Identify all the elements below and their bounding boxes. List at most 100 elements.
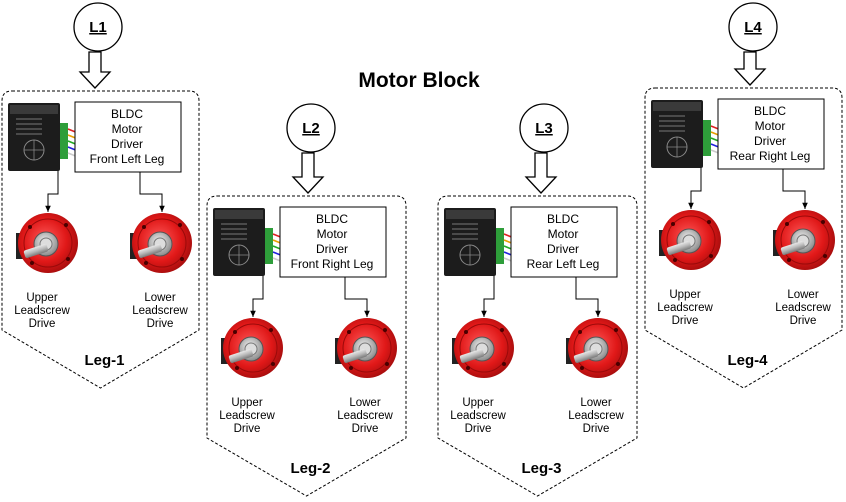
upper-motor-label-line: Upper xyxy=(669,289,700,301)
upper-motor-label-line: Leadscrew xyxy=(219,410,275,422)
motor-housing-ring xyxy=(573,323,623,373)
driver-label-line: Front Right Leg xyxy=(291,257,374,271)
upper-motor-label-line: Upper xyxy=(231,397,262,409)
upper-motor-label-line: Leadscrew xyxy=(657,302,713,314)
bldc-motor-image xyxy=(659,210,721,270)
driver-body xyxy=(213,208,265,276)
motor-screw xyxy=(823,254,827,258)
input-circle xyxy=(73,2,123,52)
driver-label-box xyxy=(717,98,825,170)
driver-terminal-block xyxy=(703,120,711,156)
motor-screw xyxy=(383,328,387,332)
motor-shaft xyxy=(342,349,368,363)
motor-screw xyxy=(233,330,237,334)
motor-shaft xyxy=(23,244,49,258)
block-arrow xyxy=(291,152,325,194)
driver-body xyxy=(444,208,496,276)
motor-housing-ring xyxy=(23,218,73,268)
motor-shaft xyxy=(459,349,485,363)
driver-terminal-block xyxy=(60,123,68,159)
connector-upper xyxy=(45,171,59,212)
motor-screw xyxy=(271,362,275,366)
motor-screw xyxy=(580,366,584,370)
connector-lower xyxy=(139,172,165,212)
motor-screw xyxy=(616,362,620,366)
upper-motor-label-line: Drive xyxy=(672,315,699,327)
input-label: L3 xyxy=(535,120,553,137)
input-circle xyxy=(519,103,569,153)
lower-motor-label-line: Lower xyxy=(580,397,611,409)
driver-label-line: Motor xyxy=(317,227,348,241)
bldc-motor-image xyxy=(130,213,192,273)
bldc-motor-image xyxy=(566,318,628,378)
input-label: L2 xyxy=(302,120,320,137)
motor-screw xyxy=(66,257,70,261)
lower-motor-label-line: Drive xyxy=(352,423,379,435)
driver-top-plate xyxy=(215,210,263,219)
lower-motor-label-line: Leadscrew xyxy=(775,302,831,314)
connector-upper xyxy=(688,168,702,209)
lower-motor-label-line: Drive xyxy=(583,423,610,435)
upper-motor-label-line: Upper xyxy=(462,397,493,409)
bldc-driver-image xyxy=(651,100,722,168)
input-circle xyxy=(728,2,778,52)
leg-name: Leg-1 xyxy=(84,352,124,369)
motor-screw xyxy=(502,362,506,366)
lower-motor-label-line: Lower xyxy=(349,397,380,409)
motor-screw xyxy=(787,258,791,262)
motor-screw xyxy=(614,328,618,332)
driver-top-plate xyxy=(446,210,494,219)
driver-label-line: Front Left Leg xyxy=(90,152,165,166)
bldc-motor-image xyxy=(16,213,78,273)
upper-motor-label-line: Leadscrew xyxy=(14,305,70,317)
driver-body xyxy=(8,103,60,171)
connector-lower xyxy=(782,169,808,209)
connector-upper xyxy=(250,276,264,317)
bldc-motor-image xyxy=(335,318,397,378)
motor-screw xyxy=(30,261,34,265)
motor-screw xyxy=(464,330,468,334)
driver-label-line: Motor xyxy=(548,227,579,241)
driver-label-line: Driver xyxy=(316,242,348,256)
motor-screw xyxy=(709,254,713,258)
motor-screw xyxy=(707,220,711,224)
motor-screw xyxy=(269,328,273,332)
driver-terminal-block xyxy=(265,228,273,264)
lower-motor-label-line: Drive xyxy=(147,318,174,330)
motor-screw xyxy=(500,328,504,332)
motor-shaft xyxy=(666,241,692,255)
driver-body xyxy=(651,100,703,168)
motor-screw xyxy=(235,366,239,370)
driver-label-line: BLDC xyxy=(754,104,786,118)
driver-label-box xyxy=(74,101,182,173)
leg-container xyxy=(644,87,843,389)
upper-motor-label-line: Drive xyxy=(465,423,492,435)
lower-motor-label-line: Drive xyxy=(790,315,817,327)
leg-container xyxy=(1,90,200,389)
motor-screw xyxy=(821,220,825,224)
bldc-driver-image xyxy=(444,208,515,276)
block-arrow xyxy=(733,51,767,86)
motor-screw xyxy=(64,223,68,227)
connector-upper xyxy=(481,276,495,317)
motor-screw xyxy=(578,330,582,334)
upper-motor-label-line: Leadscrew xyxy=(450,410,506,422)
motor-screw xyxy=(144,261,148,265)
motor-shaft xyxy=(228,349,254,363)
motor-housing-ring xyxy=(666,215,716,265)
upper-motor-label-line: Drive xyxy=(29,318,56,330)
leg-name: Leg-4 xyxy=(727,352,768,369)
motor-screw xyxy=(673,258,677,262)
motor-screw xyxy=(180,257,184,261)
